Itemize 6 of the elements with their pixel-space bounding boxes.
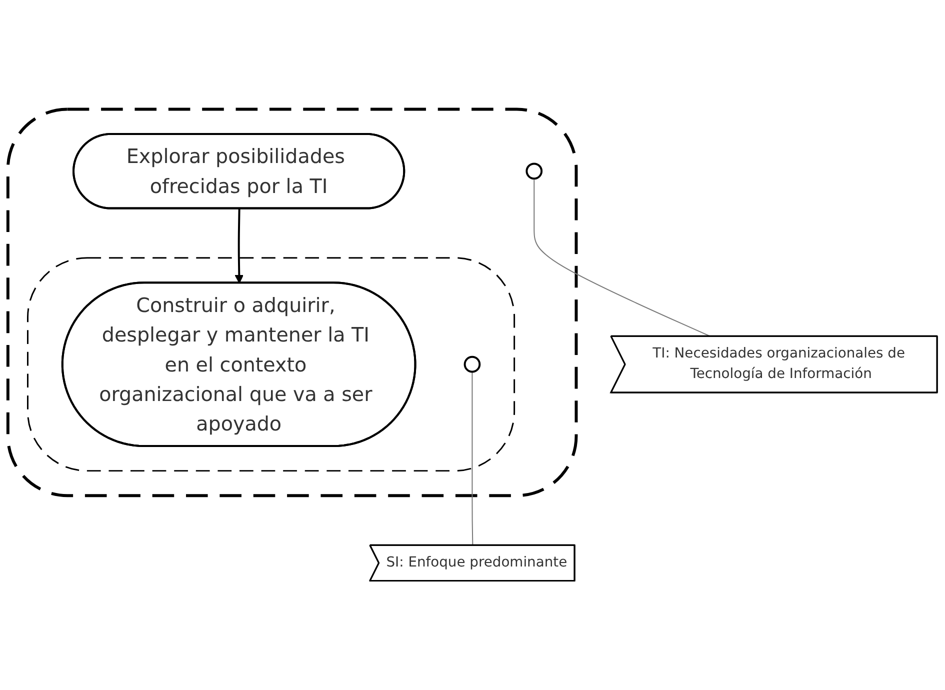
connector [472,371,474,546]
cluster [6,108,578,498]
arrow [234,208,244,284]
node-circle [464,356,481,373]
connector [534,178,712,338]
node-circle [526,162,543,180]
